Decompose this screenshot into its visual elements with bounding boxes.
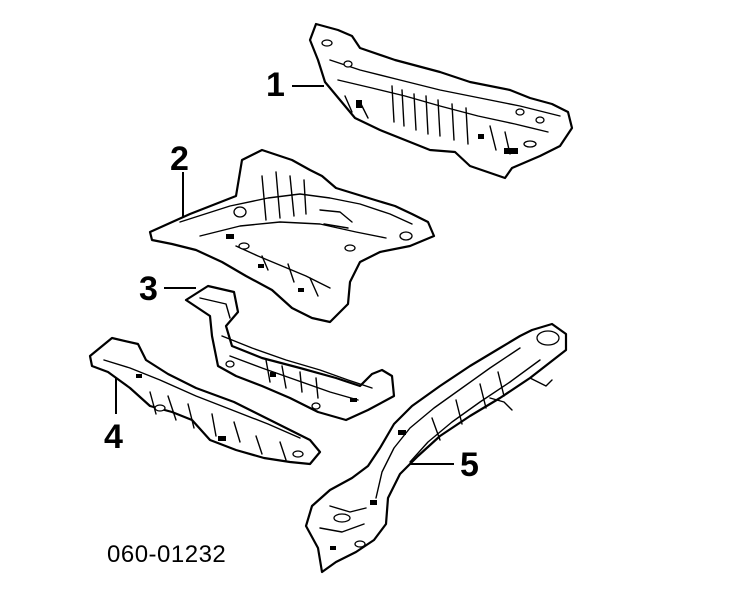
part-1-rear-panel: [308, 22, 574, 180]
part-3-crossmember: [184, 284, 396, 422]
part-code: 060-01232: [107, 541, 227, 568]
leader-lines: [115, 85, 454, 465]
part-5-side-rail: [304, 322, 568, 574]
callout-5: 5: [460, 446, 479, 484]
callout-3: 3: [139, 270, 158, 308]
part-4-bracket: [88, 336, 322, 466]
callout-1: 1: [266, 66, 285, 104]
part-2-rear-floor: [148, 148, 436, 324]
callout-2: 2: [170, 140, 189, 178]
callout-4: 4: [104, 418, 123, 456]
